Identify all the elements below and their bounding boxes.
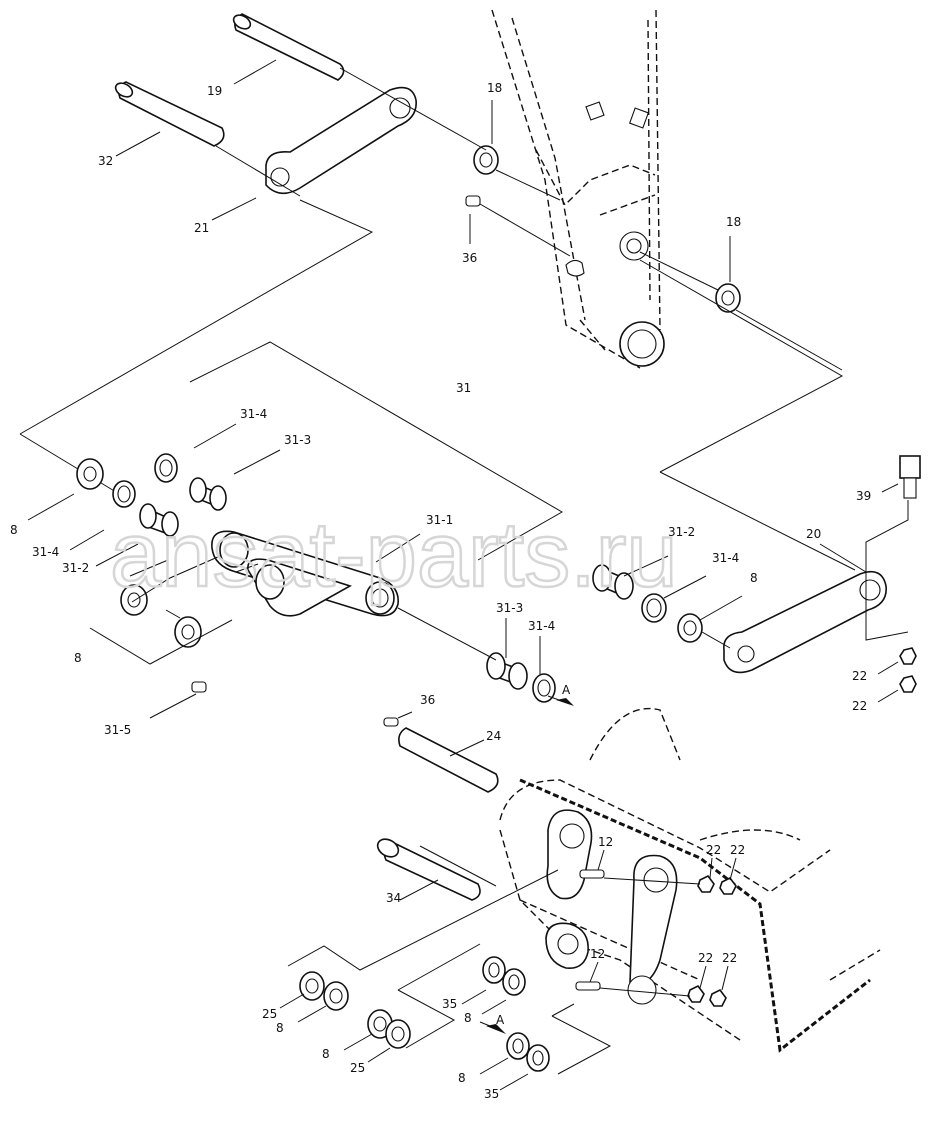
grease-nipple-36-lower	[383, 717, 399, 727]
callout-18-lower: 18	[726, 215, 741, 229]
callout-31-4-left: 31-4	[32, 545, 59, 559]
callout-22-right-b: 22	[852, 699, 867, 713]
callout-31-5: 31-5	[104, 723, 131, 737]
nut-22-f	[709, 988, 727, 1007]
pin-34	[376, 838, 481, 901]
callout-31-4-lower: 31-4	[528, 619, 555, 633]
callout-18-upper: 18	[487, 81, 502, 95]
callout-31-3-top: 31-3	[284, 433, 311, 447]
bolt-12-lower	[575, 981, 601, 991]
nut-22-a	[899, 647, 917, 665]
pin-19	[232, 13, 345, 81]
callout-a-lower: A	[496, 1013, 505, 1027]
callout-22-bucket-b: 22	[730, 843, 745, 857]
callout-8-bottom-a: 8	[276, 1021, 284, 1035]
nut-22-e	[687, 984, 705, 1003]
callout-21: 21	[194, 221, 209, 235]
bushing-31-3-lower	[486, 652, 528, 690]
bushing-31-2-left	[139, 503, 179, 537]
callout-19: 19	[207, 84, 222, 98]
callout-8-bottom-b: 8	[464, 1011, 472, 1025]
nut-22-c	[697, 874, 715, 893]
callout-20: 20	[806, 527, 821, 541]
bucket-left-plate-upper	[546, 809, 593, 900]
callout-32: 32	[98, 154, 113, 168]
arm-bracket	[565, 259, 585, 277]
callout-36-lower: 36	[420, 693, 435, 707]
link-20	[723, 570, 887, 674]
callout-8-bottom-d: 8	[458, 1071, 466, 1085]
arm-outline	[491, 9, 665, 369]
callout-35-right: 35	[484, 1087, 499, 1101]
callout-25-right: 25	[350, 1061, 365, 1075]
callout-labels: 19 32 21 18 36 18 31 31-4 31-3 8 31-4 31…	[10, 81, 871, 1101]
callout-31-3-lower: 31-3	[496, 601, 523, 615]
nut-22-d	[719, 876, 737, 895]
bolt-39	[899, 455, 921, 499]
callout-31: 31	[456, 381, 471, 395]
grease-nipple-31-5	[191, 681, 207, 693]
callout-31-4-top: 31-4	[240, 407, 267, 421]
grease-nipple-36-upper	[465, 195, 481, 207]
callout-22-right-a: 22	[852, 669, 867, 683]
link-21	[265, 86, 417, 195]
callout-35-left: 35	[442, 997, 457, 1011]
callout-31-4-right: 31-4	[712, 551, 739, 565]
bushing-31-2-right	[592, 564, 634, 600]
watermark: ansat-parts.ru	[110, 504, 678, 606]
pin-24	[383, 717, 499, 793]
bushing-31-3-upper	[189, 477, 227, 511]
callout-34: 34	[386, 891, 401, 905]
callout-24: 24	[486, 729, 501, 743]
callout-8-lower-left: 8	[74, 651, 82, 665]
callout-25-left: 25	[262, 1007, 277, 1021]
bolt-12-upper	[579, 869, 605, 879]
callout-a-upper: A	[562, 683, 571, 697]
callout-31-2-right: 31-2	[668, 525, 695, 539]
callout-8-left: 8	[10, 523, 18, 537]
callout-22-bucket-c: 22	[698, 951, 713, 965]
callout-22-bucket-a: 22	[706, 843, 721, 857]
leader-lines	[27, 59, 899, 1091]
callout-31-1: 31-1	[426, 513, 453, 527]
callout-39: 39	[856, 489, 871, 503]
callout-31-2-left: 31-2	[62, 561, 89, 575]
nut-22-b	[899, 675, 917, 693]
callout-22-bucket-d: 22	[722, 951, 737, 965]
callout-36-upper: 36	[462, 251, 477, 265]
callout-8-right: 8	[750, 571, 758, 585]
callout-12-lower: 12	[590, 947, 605, 961]
callout-12-upper: 12	[598, 835, 613, 849]
pin-32	[114, 81, 225, 147]
callout-8-bottom-c: 8	[322, 1047, 330, 1061]
h-link-31-1	[211, 530, 399, 617]
